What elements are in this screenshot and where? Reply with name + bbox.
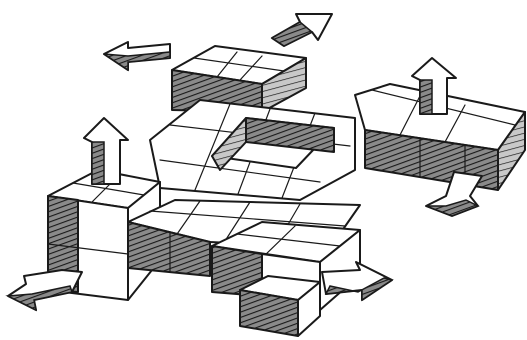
arrow-northeast-icon — [272, 14, 332, 46]
block-front-bottom — [240, 276, 320, 336]
block-top-back — [172, 46, 306, 112]
arrow-southwest-icon — [8, 270, 82, 310]
arrow-west-icon — [104, 42, 170, 70]
